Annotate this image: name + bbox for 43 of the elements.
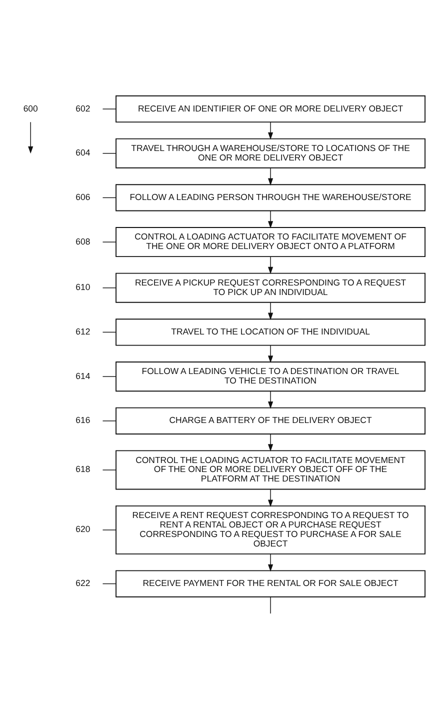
node-text: 600 [23,103,38,114]
node-text: 620 [76,524,90,534]
node-box: RECEIVE A RENT REQUEST CORRESPONDING TO A REQUEST TO RENT A RENTAL OBJECT OR A PURCHASE REQUEST CORRESPONDING TO A REQUEST TO PURCHASE A FOR SALE OBJECT [116,506,426,554]
arrow [268,302,274,320]
node-text: 608 [76,236,90,246]
node-text: 618 [76,464,90,474]
arrow [268,256,274,274]
node-text: 604 [76,148,90,158]
node-box: CONTROL A LOADING ACTUATOR TO FACILITATE MOVEMENT OF THE ONE OR MORE DELIVERY OBJECT ONTO A PLATFORM [116,227,426,258]
node-text: 614 [76,370,90,381]
node-box: RECEIVE A PICKUP REQUEST CORRESPONDING TO A REQUEST TO PICK UP AN INDIVIDUAL [116,272,426,303]
node-box: CONTROL THE LOADING ACTUATOR TO FACILITATE MOVEMENT OF THE ONE OR MORE DELIVERY OBJECT OFF OF THE PLATFORM AT THE DESTINATION [116,450,426,490]
arrow [268,168,274,186]
node-box: RECEIVE PAYMENT FOR THE RENTAL OR FOR SALE OBJECT [116,570,426,598]
node-box: CHARGE A BATTERY OF THE DELIVERY OBJECT [116,407,426,434]
node-text: 616 [76,415,90,426]
connector [270,596,271,614]
arrow [268,554,274,572]
node-box: FOLLOW A LEADING VEHICLE TO A DESTINATION OR TRAVEL TO THE DESTINATION [116,362,426,392]
connector [102,420,116,422]
arrow [268,122,274,140]
connector [102,583,116,584]
node-text: 602 [76,103,90,114]
node-box: TRAVEL THROUGH A WAREHOUSE/STORE TO LOCATIONS OF THE ONE OR MORE DELIVERY OBJECT [116,138,426,168]
arrow [268,434,274,452]
node-text: 622 [76,578,90,588]
connector [102,108,116,110]
node-text: 610 [76,282,90,292]
arrow [268,390,274,409]
node-box: RECEIVE AN IDENTIFIER OF ONE OR MORE DELIVERY OBJECT [116,95,426,123]
arrow [268,489,274,508]
node-text: 612 [76,326,90,336]
node-text: 606 [76,192,90,202]
arrow [268,344,274,363]
connector [102,376,116,377]
connector [102,287,116,288]
arrow [28,122,34,154]
connector [102,332,116,333]
node-box: TRAVEL TO THE LOCATION OF THE INDIVIDUAL [116,318,426,346]
node-box: FOLLOW A LEADING PERSON THROUGH THE WAREHOUSE/STORE [116,184,426,212]
connector [102,152,116,154]
arrow [268,210,274,228]
connector [102,197,116,198]
